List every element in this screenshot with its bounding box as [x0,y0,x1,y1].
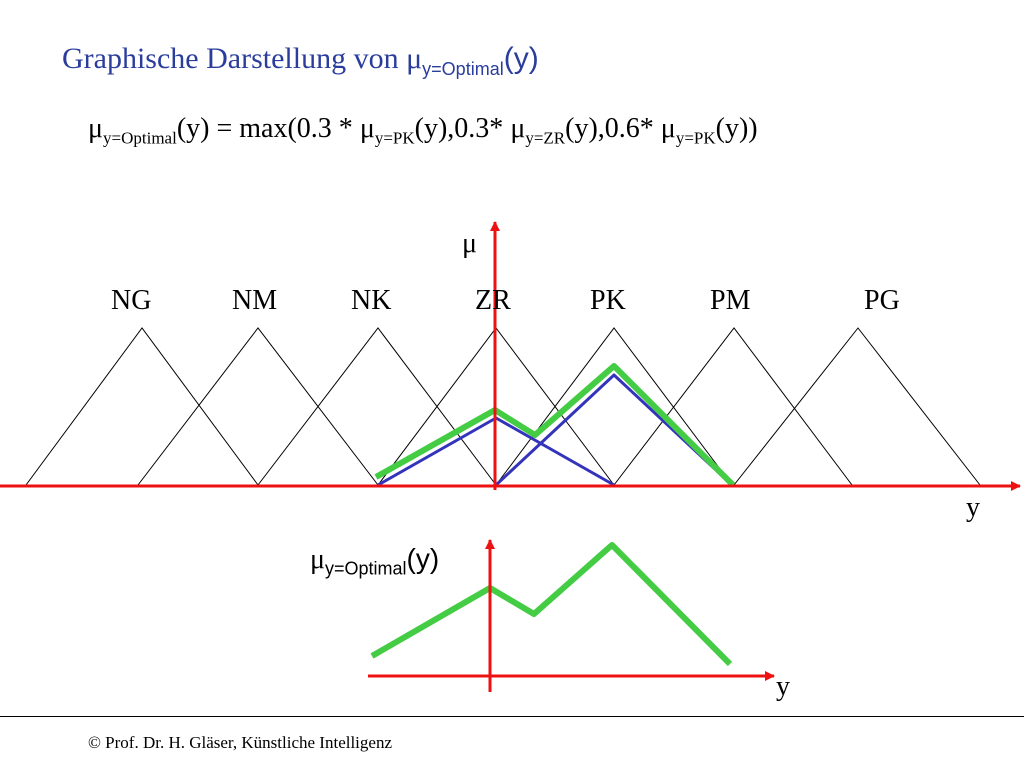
slide-title: Graphische Darstellung von μy=Optimal(y) [62,42,539,79]
result-envelope [374,363,736,488]
formula: μy=Optimal(y) = max(0.3 * μy=PK(y),0.3* … [88,113,758,148]
footer-copyright: © Prof. Dr. H. Gläser, Künstliche Intell… [88,733,392,752]
mu-symbol: μ [406,42,423,75]
lower-x-axis-label: y [776,671,790,702]
set-label-nk: NK [351,285,392,316]
set-label-zr: ZR [475,285,511,316]
triangle-pm [613,327,853,486]
triangle-pg [733,327,981,486]
triangle-nm [137,327,379,486]
triangle-ng [25,327,259,486]
footer-divider [0,716,1024,717]
triangle-nk [257,327,497,486]
upper-x-axis-label: y [966,492,980,523]
triangle-pk [495,327,733,486]
upper-y-axis-label: μ [462,228,478,259]
set-label-ng: NG [111,285,152,316]
set-label-nm: NM [232,285,278,316]
set-label-pm: PM [710,285,751,316]
lower-result-curve [370,542,733,667]
set-label-pk: PK [590,285,626,316]
set-label-pg: PG [864,285,900,316]
lower-y-axis-label: μy=Optimal(y) [310,543,440,579]
membership-triangles [25,327,981,486]
